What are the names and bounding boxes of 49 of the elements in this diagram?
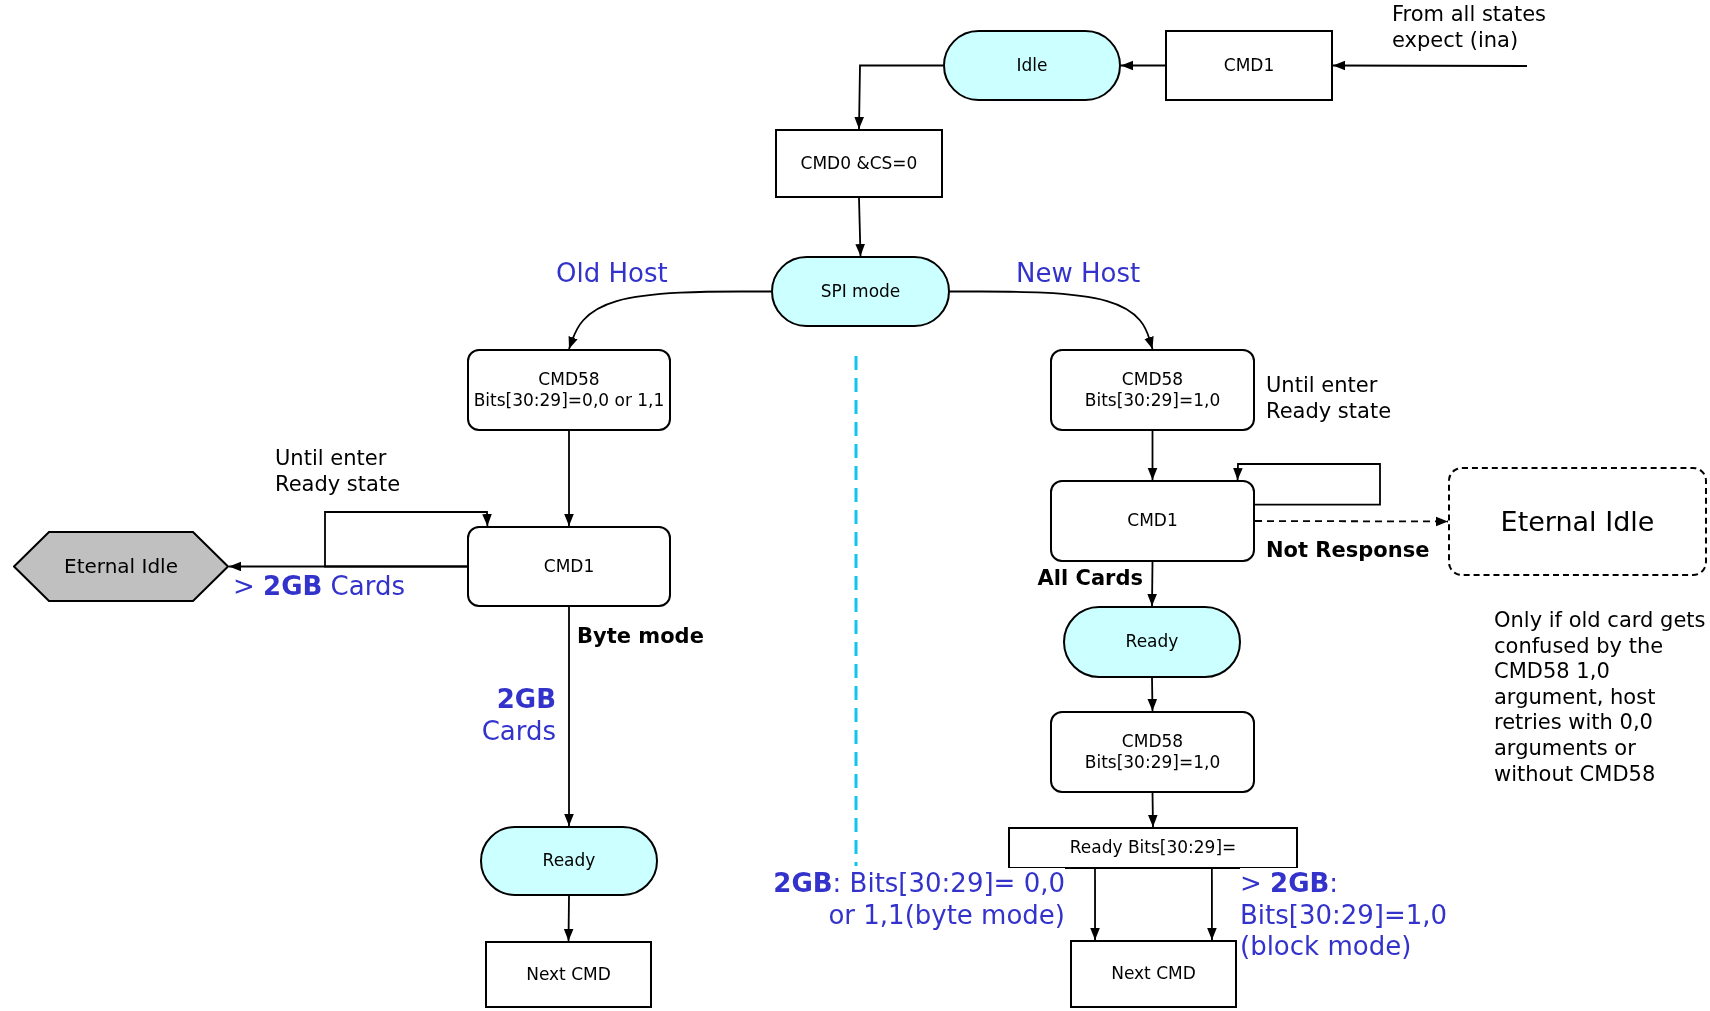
arrow	[1233, 463, 1381, 506]
arrow	[1254, 516, 1449, 527]
node-label: Idle	[1015, 54, 1049, 77]
arrow	[1120, 60, 1166, 71]
node-label: Ready	[541, 850, 597, 872]
rounded-process-box	[467, 349, 671, 431]
hexagon-state	[13, 531, 229, 602]
node-label: Bits[30:29]=1,0	[1083, 752, 1222, 774]
node-label: CMD58	[1120, 368, 1185, 390]
process-box	[1008, 827, 1298, 869]
node-label: Next CMD	[1110, 963, 1197, 985]
node-label: CMD58	[537, 368, 601, 390]
arrow	[854, 64, 944, 130]
arrow	[564, 430, 574, 527]
process-box	[775, 129, 943, 198]
arrow	[1148, 792, 1158, 828]
rounded-process-box	[1050, 480, 1255, 562]
node-label: CMD58	[1120, 730, 1185, 752]
node-label: CMD1	[1222, 54, 1276, 77]
arrow	[1147, 430, 1158, 481]
node-label: Ready	[1124, 631, 1180, 653]
arrow	[855, 197, 865, 257]
node-label: Bits[30:29]=0,0 or 1,1	[472, 390, 666, 412]
node-label: Eternal Idle	[1499, 504, 1656, 539]
arrow	[564, 606, 574, 827]
rounded-process-box	[1050, 349, 1255, 431]
arrow	[1090, 868, 1100, 941]
arrow	[563, 895, 574, 942]
arrow	[949, 290, 1154, 350]
node-label: Eternal Idle	[63, 554, 179, 579]
dashed-state-box	[1448, 467, 1707, 576]
arrow	[1147, 677, 1158, 712]
arrow	[1147, 561, 1157, 607]
node-label: Next CMD	[525, 963, 612, 986]
process-box	[1165, 30, 1333, 101]
node-label: CMD1	[542, 555, 596, 578]
rounded-process-box	[1050, 711, 1255, 793]
node-label: CMD1	[1126, 510, 1179, 532]
arrow	[1207, 868, 1217, 941]
arrow	[568, 290, 772, 350]
arrow	[324, 511, 492, 568]
process-box	[1070, 940, 1237, 1008]
node-label: Ready Bits[30:29]=	[1068, 837, 1238, 859]
arrow	[1332, 60, 1528, 71]
process-box	[485, 941, 652, 1008]
node-label: Bits[30:29]=1,0	[1083, 390, 1222, 412]
rounded-process-box	[467, 526, 671, 607]
node-label: SPI mode	[819, 280, 902, 303]
node-label: CMD0 &CS=0	[799, 152, 919, 175]
